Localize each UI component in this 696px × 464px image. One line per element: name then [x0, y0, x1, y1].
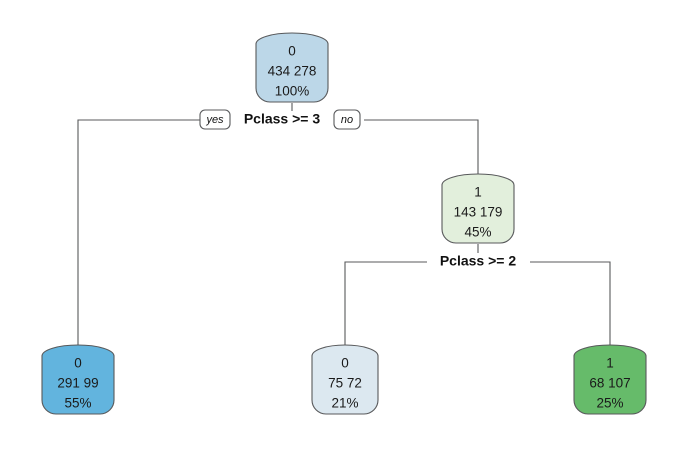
- node-shape-internal-right: [441, 173, 515, 244]
- edge-split1-no-to-internal-right: [364, 119, 479, 178]
- tree-node-root[interactable]: 0 434 278 100%: [255, 32, 329, 103]
- split-label-group-1[interactable]: yes Pclass >= 3 no: [199, 109, 361, 130]
- node-counts-root: 434 278: [268, 64, 317, 79]
- tree-node-internal-right[interactable]: 1 143 179 45%: [441, 173, 515, 244]
- node-percent-internal-right: 45%: [464, 225, 491, 240]
- branch-label-yes: yes: [205, 114, 224, 126]
- node-percent-leaf-middle: 21%: [331, 396, 358, 411]
- split-label-2: Pclass >= 2: [440, 253, 517, 269]
- node-shape-leaf-left: [41, 344, 115, 415]
- branch-box-no: [333, 109, 361, 130]
- node-class-leaf-left: 0: [74, 356, 82, 371]
- node-class-internal-right: 1: [474, 185, 482, 200]
- node-class-root: 0: [288, 44, 296, 59]
- node-class-leaf-middle: 0: [341, 356, 349, 371]
- tree-node-leaf-right[interactable]: 1 68 107 25%: [573, 344, 647, 415]
- edge-split2-yes-to-leaf-middle: [344, 261, 427, 349]
- split-label-backdrop-2: [427, 253, 530, 271]
- edge-group-split-1: [77, 103, 479, 349]
- tree-node-leaf-left[interactable]: 0 291 99 55%: [41, 344, 115, 415]
- node-shape-root: [255, 32, 329, 103]
- node-counts-leaf-middle: 75 72: [328, 376, 362, 391]
- split-label-1: Pclass >= 3: [244, 111, 321, 127]
- node-shape-leaf-middle: [311, 344, 379, 415]
- node-counts-leaf-left: 291 99: [57, 376, 98, 391]
- branch-label-no: no: [341, 114, 353, 126]
- node-counts-internal-right: 143 179: [454, 205, 503, 220]
- tree-node-leaf-middle[interactable]: 0 75 72 21%: [311, 344, 379, 415]
- node-percent-root: 100%: [275, 84, 310, 99]
- edge-split1-yes-to-leaf-left: [77, 119, 200, 349]
- node-counts-leaf-right: 68 107: [589, 376, 630, 391]
- node-percent-leaf-right: 25%: [596, 396, 623, 411]
- node-shape-leaf-right: [573, 344, 647, 415]
- split-label-backdrop-1: [232, 111, 332, 129]
- node-class-leaf-right: 1: [606, 356, 614, 371]
- branch-box-yes: [199, 109, 231, 130]
- split-label-group-2[interactable]: Pclass >= 2: [427, 253, 530, 271]
- edge-split2-no-to-leaf-right: [530, 261, 611, 349]
- node-percent-leaf-left: 55%: [64, 396, 91, 411]
